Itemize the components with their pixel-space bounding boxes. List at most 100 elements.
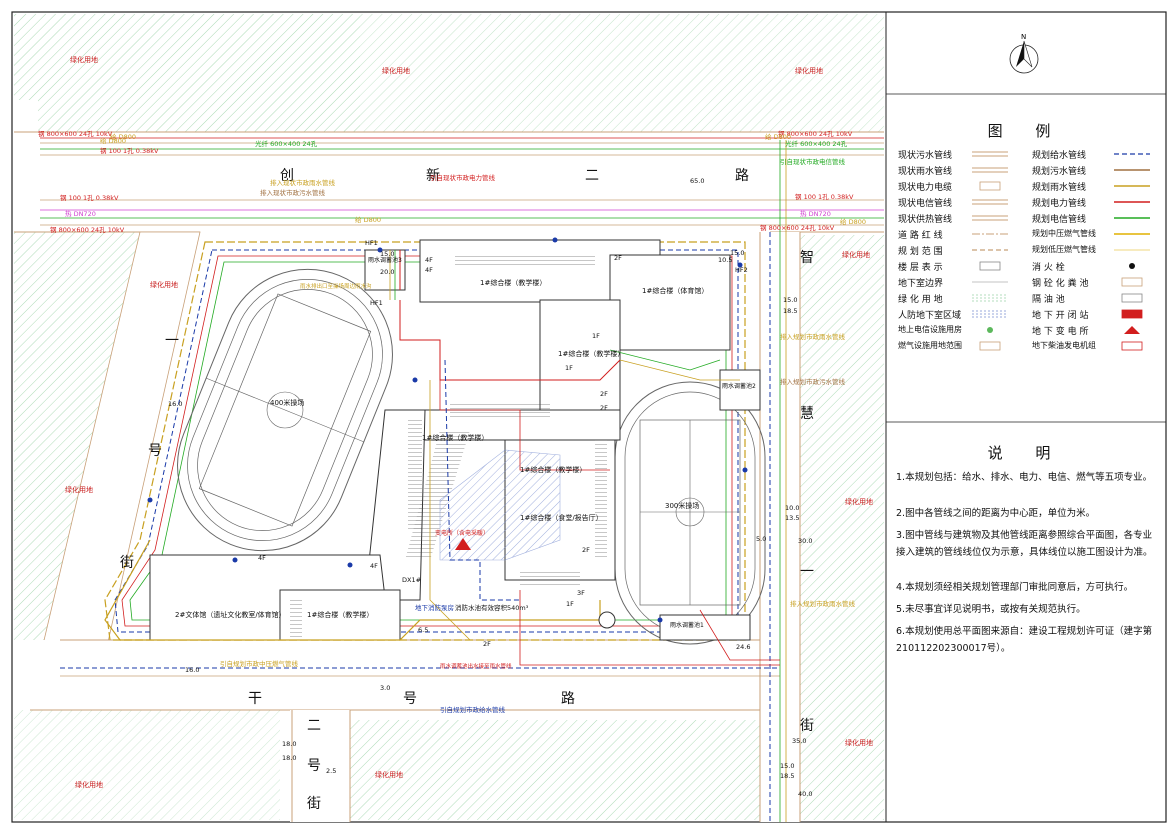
- road-char: 二: [307, 718, 321, 734]
- floor-label: 4F: [425, 266, 433, 274]
- legend-item: 地上电信设施用房: [898, 325, 962, 334]
- road-char: 慧: [800, 406, 814, 422]
- legend-item: 地下柴油发电机组: [1032, 341, 1096, 350]
- connection-label: 引自现状市政电力管线: [430, 173, 496, 182]
- connection-label: 排入规划市政雨水管线: [790, 599, 856, 608]
- dimension-label: 16.0: [168, 400, 182, 408]
- dimension-label: 15.0: [380, 250, 394, 258]
- greenland-label: 绿化用地: [75, 780, 103, 789]
- buildings: [149, 239, 761, 641]
- greenland-label: 绿化用地: [795, 66, 823, 75]
- legend-item: 楼 层 表 示: [898, 263, 943, 273]
- road-char: 创: [280, 168, 294, 184]
- pipe-label: 钢 800×600 24孔 10kV: [778, 130, 853, 138]
- dimension-label: 10.5: [718, 256, 732, 264]
- floor-label: 2F: [582, 546, 590, 554]
- dimension-label: 30.0: [798, 537, 812, 545]
- road-char: 街: [800, 718, 814, 734]
- site-plan: 绿化用地 绿化用地 绿化用地 绿化用地 绿化用地 绿化用地 绿化用地 绿化用地 …: [14, 14, 884, 822]
- connection-label: 雨水排出口至操场周边雨水沟: [300, 282, 372, 290]
- greenland-label: 绿化用地: [65, 485, 93, 494]
- legend-item: 现状电力电缆: [898, 183, 953, 193]
- connection-label: 排入规划市政污水管线: [780, 377, 846, 386]
- pump-label: 地下消防泵房: [415, 603, 454, 612]
- legend-symbols: [972, 151, 1150, 351]
- hf-label: HF2: [735, 266, 748, 274]
- legend-symbol-right-7: [1129, 263, 1135, 269]
- legend-item: 规划中压燃气管线: [1032, 229, 1096, 238]
- green-areas: [14, 14, 884, 820]
- greenland-label: 绿化用地: [150, 280, 178, 289]
- legend-item: 规划电信管线: [1032, 215, 1087, 225]
- pipe-label: 钢 800×600 24孔 10kV: [760, 224, 835, 232]
- road-char: 干: [248, 691, 262, 707]
- legend-item: 规划低压燃气管线: [1032, 245, 1096, 254]
- pipe-label: 钢 100 1孔 0.38kV: [100, 147, 159, 155]
- legend-item: 道 路 红 线: [898, 231, 943, 241]
- legend-item: 规划电力管线: [1032, 199, 1087, 209]
- connection-label: 排入现状市政污水管线: [260, 188, 326, 197]
- legend-symbol-right-9: [1121, 293, 1143, 303]
- track-label: 300米操场: [665, 501, 699, 510]
- dimension-label: 6.5: [418, 626, 428, 634]
- legend-symbol-right-10: [1121, 309, 1143, 319]
- greenland-label: 绿化用地: [375, 770, 403, 779]
- pool-round: [598, 611, 616, 629]
- floor-label: 2F: [600, 390, 608, 398]
- dimension-label: 16.0: [185, 666, 199, 674]
- pool-label: 雨水调蓄池1: [670, 621, 704, 629]
- legend-item: 地下室边界: [898, 279, 944, 289]
- legend-item: 规划雨水管线: [1032, 183, 1087, 193]
- legend-item: 地 下 变 电 所: [1032, 327, 1089, 337]
- legend-symbol-left-10: [972, 310, 1008, 318]
- legend-symbol-left-9: [972, 294, 1008, 302]
- legend-symbol-left-3: [972, 199, 1008, 205]
- floor-label: 4F: [258, 554, 266, 562]
- dimension-label: 18.0: [282, 740, 296, 748]
- floor-label: 4F: [370, 562, 378, 570]
- building-label: 1#综合楼（教学楼）: [307, 610, 373, 619]
- dimension-label: 18.5: [780, 772, 794, 780]
- dimension-label: 18.0: [282, 754, 296, 762]
- floor-label: 2F: [614, 254, 622, 262]
- note-item: 4.本规划须经相关规划管理部门审批同意后，方可执行。: [896, 582, 1134, 593]
- note-item: 2.图中各管线之间的距离为中心距，单位为米。: [896, 508, 1096, 519]
- pipe-label: 给 D800: [100, 136, 126, 145]
- floor-label: 1F: [566, 600, 574, 608]
- legend-symbol-left-2: [979, 181, 1001, 191]
- pipe-label: 钢 800×600 24孔 10kV: [50, 226, 125, 234]
- legend-item: 现状污水管线: [898, 151, 953, 161]
- pipe-label: 光纤 600×400 24孔: [255, 139, 318, 148]
- track-400: [177, 268, 393, 552]
- legend-symbol-right-11: [1124, 326, 1140, 334]
- road-char: 二: [585, 168, 599, 184]
- dimension-label: 13.5: [785, 514, 799, 522]
- substation-label: 变电所（含电采暖）: [435, 529, 489, 537]
- pipe-label: 光纤 600×400 24孔: [785, 139, 848, 148]
- dx-label: DX1#: [402, 576, 421, 584]
- legend-item: 隔 油 池: [1032, 295, 1065, 305]
- road-char: 街: [120, 555, 134, 571]
- dimension-label: 65.0: [690, 177, 704, 185]
- floor-label: 4F: [425, 256, 433, 264]
- legend-item: 规划污水管线: [1032, 167, 1087, 177]
- building-label: 1#综合楼（教学楼）: [558, 349, 624, 358]
- connection-label: 引自规划市政给水管线: [440, 705, 506, 714]
- hf-label: HF1: [370, 299, 383, 307]
- road-char: 号: [403, 691, 417, 707]
- track-300: [614, 381, 766, 645]
- road-char: 街: [307, 796, 321, 812]
- floor-label: 2F: [483, 640, 491, 648]
- dimension-label: 10.0: [785, 504, 799, 512]
- floor-label: 2F: [600, 404, 608, 412]
- pool-label: 雨水调蓄池2: [722, 382, 756, 390]
- pipe-label: 给 D800: [765, 132, 791, 141]
- note-item: 6.本规划使用总平面图来源自：建设工程规划许可证（建字第210112202300…: [896, 626, 1153, 654]
- hf-label: HF1: [365, 239, 378, 247]
- notes-title: 说 明: [987, 444, 1065, 462]
- dimension-label: 15.0: [780, 762, 794, 770]
- greenland-label: 绿化用地: [382, 66, 410, 75]
- connection-label: 雨水调蓄池出水接至雨水管线: [440, 662, 512, 670]
- note-item: 3.图中管线与建筑物及其他管线距离参照综合平面图，各专业接入建筑的管线线位仅为示…: [896, 530, 1153, 558]
- legend-item: 地 下 开 闭 站: [1032, 311, 1089, 321]
